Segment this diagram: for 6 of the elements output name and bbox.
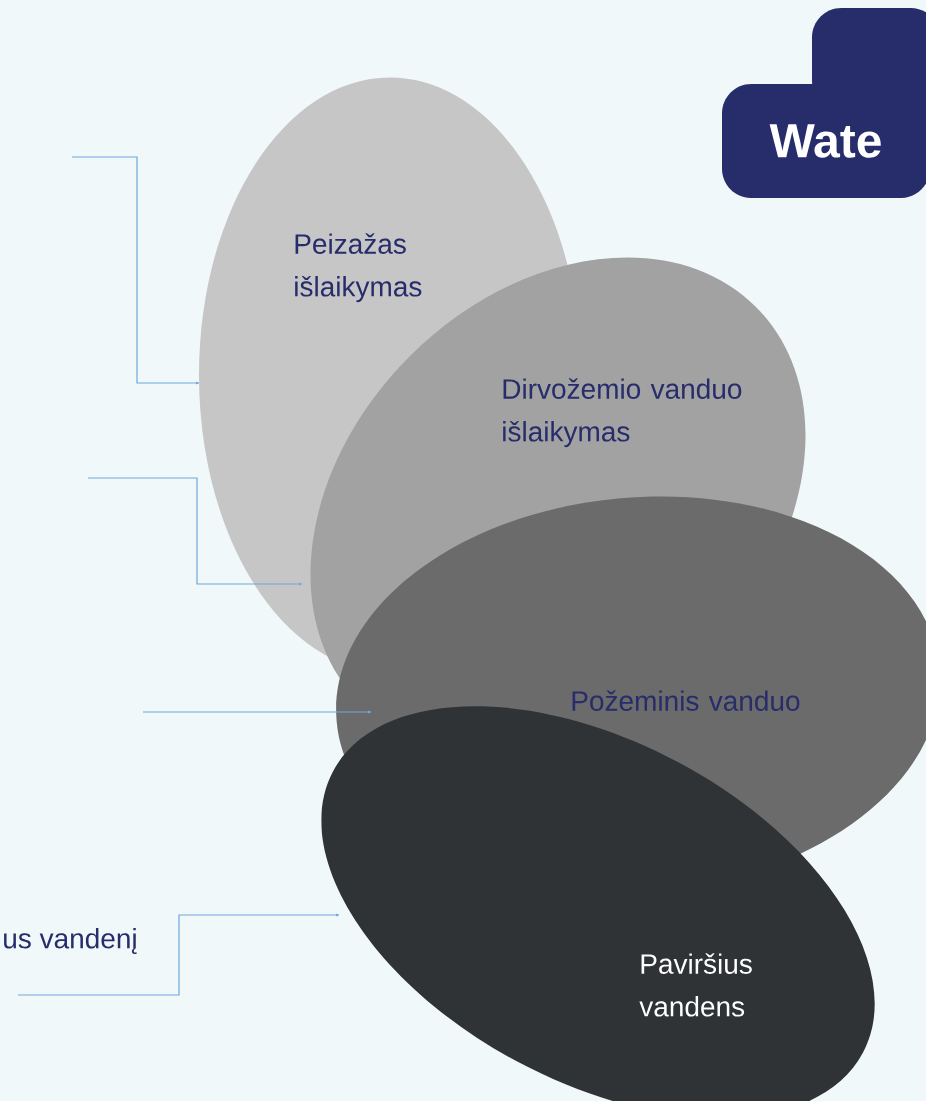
arrow	[71, 156, 200, 385]
arrow	[142, 710, 372, 714]
title-banner: Wate	[722, 8, 926, 198]
side-label: us vandenį	[4, 927, 137, 955]
arrow	[87, 477, 303, 586]
arrow	[17, 913, 340, 996]
